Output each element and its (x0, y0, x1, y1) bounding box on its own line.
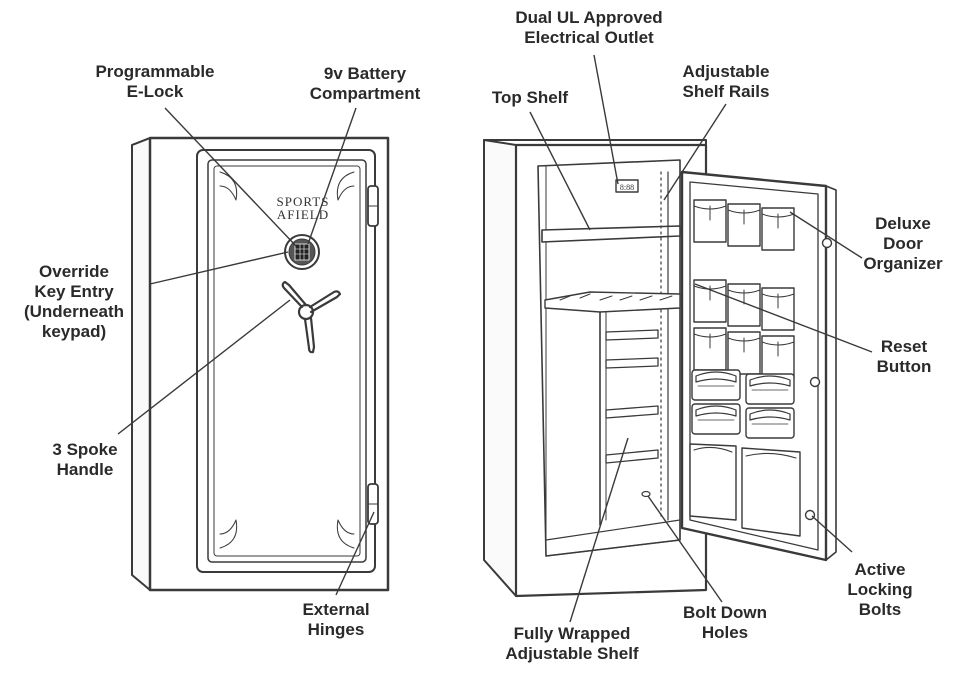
callout-override-key-entry: Override Key Entry (Underneath keypad) (23, 262, 125, 341)
spoke-handle (281, 280, 342, 354)
gun-rack (544, 291, 681, 313)
callout-locking-bolts: Active Locking Bolts (847, 560, 913, 619)
callout-spoke-handle: 3 Spoke Handle (52, 440, 118, 479)
leader-lines (117, 54, 873, 623)
callout-bolt-down-holes: Bolt Down Holes (682, 603, 768, 642)
electrical-outlet (615, 179, 639, 193)
brand-line-2: AFIELD (277, 207, 329, 222)
callout-top-shelf: Top Shelf (491, 88, 569, 107)
callout-programmable-elock: Programmable E-Lock (95, 62, 215, 101)
closed-safe (131, 136, 390, 592)
callout-door-organizer: Deluxe Door Organizer (863, 214, 943, 273)
brand-line-1: SPORTS (277, 194, 330, 209)
callout-battery-compartment: 9v Battery Compartment (309, 64, 421, 103)
callout-electrical-outlet: Dual UL Approved Electrical Outlet (515, 8, 663, 47)
scroll-ornament-top-right (336, 171, 355, 201)
top-shelf (541, 225, 681, 243)
door-display: 8:88 (620, 183, 634, 192)
scroll-ornament-bottom-right (336, 519, 355, 549)
bolt-down-hole (641, 490, 651, 498)
scroll-ornament-bottom-left (219, 519, 238, 549)
callout-external-hinges: External Hinges (302, 600, 370, 639)
open-safe (483, 139, 837, 598)
callout-reset-button: Reset Button (876, 337, 932, 376)
callout-shelf-rails: Adjustable Shelf Rails (682, 62, 770, 101)
callout-wrapped-shelf: Fully Wrapped Adjustable Shelf (505, 624, 639, 663)
